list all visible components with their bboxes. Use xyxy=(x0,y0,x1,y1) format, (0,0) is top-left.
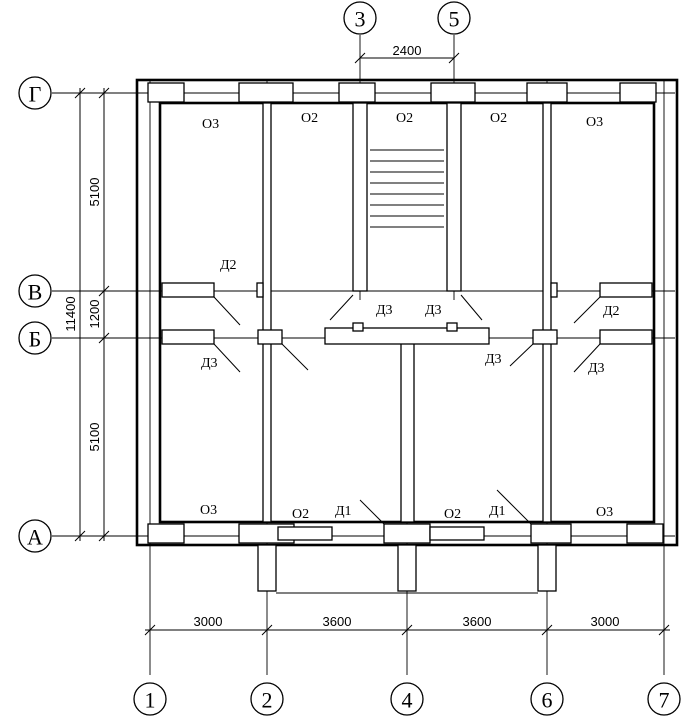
axis-bubble-4: 4 xyxy=(390,682,424,716)
door-label-d3-right: Д3 xyxy=(588,361,605,376)
axis-label-v: В xyxy=(28,280,43,305)
axis-label-g: Г xyxy=(29,82,42,107)
top-windows xyxy=(147,82,657,103)
dimension-left-overall: 11400 xyxy=(63,296,78,331)
door-label-d1-left: Д1 xyxy=(335,504,352,519)
axis-label-6: 6 xyxy=(542,688,553,713)
window-label-bottom-2: О2 xyxy=(292,507,309,522)
corridor-doors xyxy=(161,282,653,345)
dimension-top-2400: 2400 xyxy=(393,43,422,58)
axis-bubble-6: 6 xyxy=(530,682,564,716)
dimension-bottom xyxy=(144,624,670,636)
axis-bubble-1: 1 xyxy=(133,682,167,716)
axis-bubble-2: 2 xyxy=(250,682,284,716)
dimension-bottom-1: 3000 xyxy=(194,614,223,629)
window-label-bottom-4: О3 xyxy=(596,505,613,520)
dimension-left-3: 5100 xyxy=(87,423,102,452)
axis-label-7: 7 xyxy=(659,688,670,713)
window-label-bottom-3: О2 xyxy=(444,507,461,522)
axis-bubble-5: 5 xyxy=(437,1,471,35)
door-label-d3-center: Д3 xyxy=(485,352,502,367)
axis-label-2: 2 xyxy=(262,688,273,713)
axis-label-1: 1 xyxy=(145,688,156,713)
door-label-d3-stair-left: Д3 xyxy=(376,303,393,318)
dimension-left-2: 1200 xyxy=(87,300,102,329)
staircase xyxy=(370,149,444,228)
window-label-bottom-1: О3 xyxy=(200,503,217,518)
axis-label-3: 3 xyxy=(355,7,366,32)
door-label-d2-left: Д2 xyxy=(220,258,237,273)
bottom-openings xyxy=(147,523,664,594)
interior-walls xyxy=(262,102,552,523)
window-label-top-2: О2 xyxy=(301,111,318,126)
window-label-top-4: О2 xyxy=(490,111,507,126)
door-swings xyxy=(213,294,601,525)
dimension-bottom-4: 3000 xyxy=(591,614,620,629)
door-label-d1-right: Д1 xyxy=(489,504,506,519)
axis-bubble-3: 3 xyxy=(343,1,377,35)
door-label-d3-left: Д3 xyxy=(201,356,218,371)
axis-bubble-v: В xyxy=(18,274,52,308)
dimension-left xyxy=(74,87,110,542)
dimension-left-1: 5100 xyxy=(87,178,102,207)
axis-label-4: 4 xyxy=(402,688,413,713)
axis-bubble-b: Б xyxy=(18,321,52,355)
dimension-bottom-2: 3600 xyxy=(323,614,352,629)
window-label-top-1: О3 xyxy=(202,117,219,132)
axis-label-5: 5 xyxy=(449,7,460,32)
dimension-bottom-3: 3600 xyxy=(463,614,492,629)
door-label-d3-stair-right: Д3 xyxy=(425,303,442,318)
door-label-d2-right: Д2 xyxy=(603,304,620,319)
axis-bubble-g: Г xyxy=(18,76,52,110)
dimension-top xyxy=(354,52,460,64)
axis-label-b: Б xyxy=(29,327,42,352)
axis-bubble-7: 7 xyxy=(647,682,681,716)
axis-bubble-a: А xyxy=(18,519,52,553)
axis-label-a: А xyxy=(27,525,43,550)
window-label-top-3: О2 xyxy=(396,111,413,126)
window-label-top-5: О3 xyxy=(586,115,603,130)
